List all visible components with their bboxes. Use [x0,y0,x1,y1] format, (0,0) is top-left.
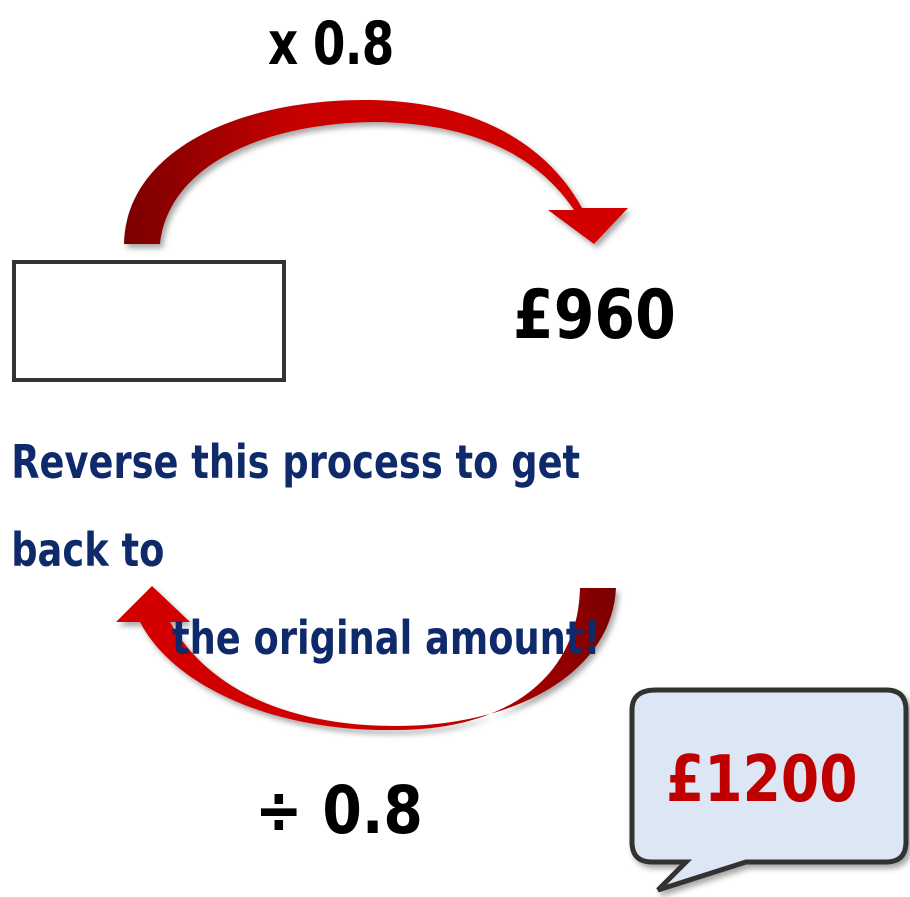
reverse-operation-label: ÷ 0.8 [255,772,423,849]
instruction-line-2: the original amount! [172,611,601,665]
result-amount-label: £960 [513,276,676,355]
instruction-text: Reverse this process to get back to the … [0,418,624,682]
answer-amount-label: £1200 [666,743,858,817]
forward-arrow [124,99,628,244]
original-amount-box [12,260,286,382]
reverse-arrow [116,586,616,731]
forward-operation-label: x 0.8 [268,9,394,79]
instruction-line-1: Reverse this process to get back to [11,435,581,577]
answer-speech-bubble [629,687,909,893]
